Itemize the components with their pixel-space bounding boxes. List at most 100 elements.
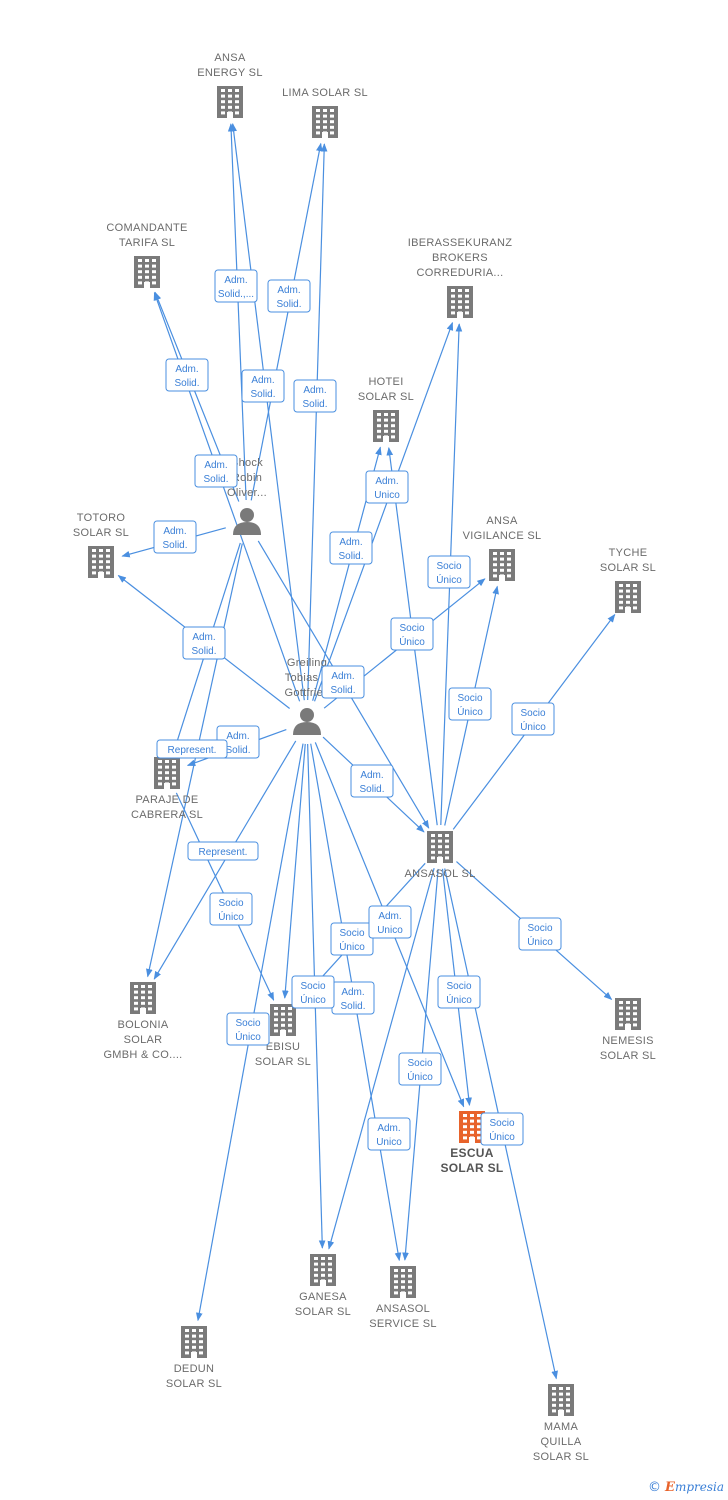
- building-window: [566, 1409, 570, 1413]
- building-window: [401, 1280, 405, 1284]
- building-door: [320, 1280, 326, 1286]
- node-label-ansa_energy: ANSA: [214, 52, 246, 64]
- building-door: [98, 572, 104, 578]
- node-label-iberassekuranz: CORREDURIA...: [416, 267, 503, 279]
- edge-label-shock-to-ansasol[interactable]: Adm.Solid.: [321, 665, 365, 699]
- building-window: [451, 289, 455, 292]
- edge-label-greiling-to-escua[interactable]: Adm.Unico: [368, 905, 412, 939]
- edge-label-text: Adm.: [175, 364, 198, 375]
- edge-label-shock-to-ansa_energy[interactable]: Adm.Solid.: [267, 279, 311, 313]
- node-label-bolonia: SOLAR: [124, 1034, 163, 1046]
- building-window: [493, 557, 497, 561]
- building-window: [99, 549, 103, 552]
- building-window: [500, 557, 504, 561]
- building-door: [625, 1024, 631, 1030]
- building-window: [172, 765, 176, 769]
- brand-initial: E: [665, 1479, 675, 1495]
- node-lima_solar[interactable]: LIMA SOLAR SL: [282, 87, 368, 138]
- edge-label-greiling-to-bolonia[interactable]: Represent.: [187, 841, 259, 861]
- building-window: [328, 1273, 332, 1277]
- edge-label-box: [365, 470, 409, 504]
- edge-label-greiling-to-totoro[interactable]: Adm.Solid.: [182, 626, 226, 660]
- edge-ansasol-to-ganesa: [327, 868, 435, 1250]
- building-door: [140, 1008, 146, 1014]
- building-window: [431, 850, 435, 854]
- node-label-ansa_energy: ENERGY SL: [197, 67, 262, 79]
- edge-label-greiling-to-ansasol[interactable]: Adm.Solid.: [350, 764, 394, 798]
- edge-label-text: Socio: [407, 1058, 432, 1069]
- edge-label-greiling-to-iberassekuranz[interactable]: Adm.Solid.: [329, 531, 373, 565]
- edge-label-text: Único: [527, 935, 553, 948]
- building-window: [165, 776, 169, 780]
- building-window: [500, 552, 504, 555]
- edge-label-text: Solid.: [174, 378, 199, 389]
- edge-label-shock-to-comandante[interactable]: Adm. Solid.: [165, 358, 209, 392]
- building-window: [274, 1007, 278, 1010]
- building-window: [281, 1023, 285, 1027]
- building-window: [463, 1136, 467, 1140]
- edge-label-shock-to-paraje[interactable]: Represent.: [156, 739, 228, 759]
- edge-label-greiling-to-hotei[interactable]: Adm.Unico: [365, 470, 409, 504]
- building-window: [465, 311, 469, 315]
- edge-label-greiling-to-comandante[interactable]: Adm.Solid.: [194, 454, 238, 488]
- building-window: [465, 294, 469, 298]
- node-label-ebisu: SOLAR SL: [255, 1056, 311, 1068]
- edge-greiling-to-iberassekuranz: [313, 321, 454, 702]
- building-window: [148, 1001, 152, 1005]
- building-window: [431, 845, 435, 849]
- building-window: [493, 568, 497, 572]
- building-window: [384, 429, 388, 433]
- edge-label-greiling-to-lima_solar[interactable]: Adm.Solid.: [293, 379, 337, 413]
- node-label-comandante: COMANDANTE: [106, 222, 187, 234]
- edge-label-greiling-to-ansasol_service[interactable]: Adm.Solid.: [331, 981, 375, 1015]
- edge-label-shock-to-lima_solar[interactable]: Adm.Solid.: [241, 369, 285, 403]
- edge-label-shock-to-totoro[interactable]: Adm.Solid.: [153, 520, 197, 554]
- building-window: [152, 264, 156, 268]
- building-window: [391, 435, 395, 439]
- node-ansa_energy[interactable]: ANSA ENERGY SL: [197, 52, 262, 118]
- edge-label-text: Adm.: [277, 285, 300, 296]
- building-window: [633, 1001, 637, 1004]
- edge-label-text: Socio: [218, 898, 243, 909]
- building-window: [463, 1130, 467, 1134]
- edge-label-greiling-to-ansa_energy[interactable]: Adm.Solid.,...: [214, 269, 258, 303]
- edge-label-box: [329, 531, 373, 565]
- building-window: [463, 1125, 467, 1129]
- building-window: [148, 1007, 152, 1011]
- building-window: [566, 1398, 570, 1402]
- node-shock[interactable]: ShockRobinOliver...: [227, 457, 267, 535]
- building-window: [377, 418, 381, 422]
- node-ansasol[interactable]: ANSASOL SL: [404, 831, 475, 880]
- node-iberassekuranz[interactable]: IBERASSEKURANZBROKERSCORREDURIA...: [408, 237, 512, 318]
- building-window: [172, 782, 176, 786]
- edge-label-ansasol-to-hotei[interactable]: Adm.Unico: [367, 1117, 411, 1151]
- building-window: [477, 1130, 481, 1134]
- footer-brand[interactable]: © Empresia: [648, 1478, 724, 1496]
